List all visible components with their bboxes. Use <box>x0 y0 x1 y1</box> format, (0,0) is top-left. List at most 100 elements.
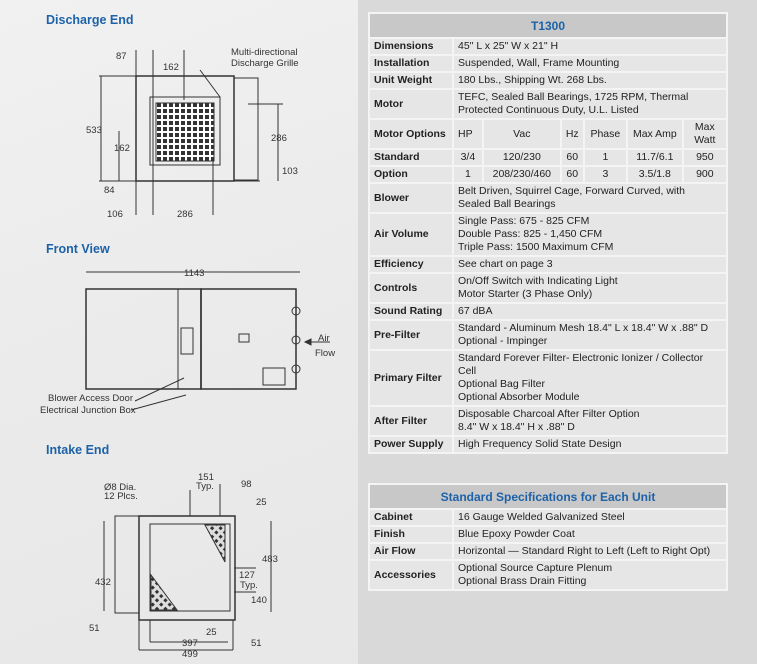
dim-label: 140 <box>251 595 267 606</box>
column-header: Phase <box>582 118 629 150</box>
dim-label: 499 <box>182 649 198 660</box>
row-value: Blue Epoxy Powder Coat <box>452 525 728 544</box>
table-cell: 208/230/460 <box>481 165 562 184</box>
row-label: Air Volume <box>368 212 454 257</box>
dim-label: 162 <box>163 62 179 73</box>
row-label: Dimensions <box>368 37 454 56</box>
row-label: Motor <box>368 88 454 120</box>
row-label: Standard <box>368 148 454 167</box>
row-value: TEFC, Sealed Ball Bearings, 1725 RPM, Th… <box>452 88 728 120</box>
table-cell: 900 <box>681 165 729 184</box>
callout-label: Discharge Grille <box>231 58 299 69</box>
dim-label: 483 <box>262 554 278 565</box>
row-value: Suspended, Wall, Frame Mounting <box>452 54 728 73</box>
dim-label: 25 <box>206 627 217 638</box>
dim-label: Typ. <box>196 481 214 492</box>
dim-label: 397 <box>182 638 198 649</box>
value-line: Optional - Impinger <box>458 335 548 347</box>
value-line: Optional Bag Filter <box>458 378 545 390</box>
value-line: Motor Starter (3 Phase Only) <box>458 288 593 300</box>
value-line: Blue Epoxy Powder Coat <box>458 528 575 540</box>
callout-label: 12 Plcs. <box>104 491 138 502</box>
callout-label: Blower Access Door <box>48 393 133 404</box>
table-cell: 950 <box>681 148 729 167</box>
dim-label: 162 <box>114 143 130 154</box>
drawings: 87 162 Multi-directional Discharge Grill… <box>40 47 335 660</box>
dim-label: 432 <box>95 577 111 588</box>
row-label: Controls <box>368 272 454 304</box>
table-cell: 3/4 <box>452 148 484 167</box>
dim-label: 84 <box>104 185 115 196</box>
table-cell: 60 <box>559 148 585 167</box>
row-label: Installation <box>368 54 454 73</box>
row-label: Sound Rating <box>368 302 454 321</box>
column-header: Max Watt <box>681 118 729 150</box>
value-line: On/Off Switch with Indicating Light <box>458 275 618 287</box>
discharge-end-drawing <box>99 50 283 215</box>
dim-label: 103 <box>282 166 298 177</box>
column-header: Hz <box>559 118 585 150</box>
value-line: Double Pass: 825 - 1,450 CFM <box>458 228 603 240</box>
value-line: Optional Absorber Module <box>458 391 580 403</box>
value-line: 8.4" W x 18.4" H x .88" D <box>458 421 575 433</box>
table-cell: 1 <box>452 165 484 184</box>
dim-label: 286 <box>177 209 193 220</box>
dim-label: Typ. <box>240 580 258 591</box>
airflow-label: Flow <box>315 348 335 359</box>
row-value: 16 Gauge Welded Galvanized Steel <box>452 508 728 527</box>
row-value: Belt Driven, Squirrel Cage, Forward Curv… <box>452 182 728 214</box>
value-line: Standard Forever Filter- Electronic Ioni… <box>458 352 704 377</box>
row-label: Primary Filter <box>368 349 454 407</box>
value-line: Belt Driven, Squirrel Cage, Forward Curv… <box>458 185 686 197</box>
front-view-drawing <box>85 271 330 411</box>
row-label: Accessories <box>368 559 454 591</box>
table-cell: 3.5/1.8 <box>626 165 684 184</box>
row-label: Power Supply <box>368 435 454 454</box>
dim-label: 87 <box>116 51 127 62</box>
column-header: Vac <box>481 118 562 150</box>
row-label: Pre-Filter <box>368 319 454 351</box>
row-value: 45" L x 25" W x 21" H <box>452 37 728 56</box>
table-cell: 60 <box>559 165 585 184</box>
row-label: Efficiency <box>368 255 454 274</box>
dim-label: 51 <box>251 638 262 649</box>
dim-label: 286 <box>271 133 287 144</box>
value-line: Triple Pass: 1500 Maximum CFM <box>458 241 614 253</box>
dim-label: 25 <box>256 497 267 508</box>
row-label: After Filter <box>368 405 454 437</box>
callout-label: Multi-directional <box>231 47 298 58</box>
value-line: Optional Source Capture Plenum <box>458 562 613 574</box>
dim-label: 151 <box>198 472 214 483</box>
intake-end-drawing <box>103 484 272 651</box>
column-header: HP <box>452 118 484 150</box>
value-line: Single Pass: 675 - 825 CFM <box>458 215 590 227</box>
row-value: Horizontal — Standard Right to Left (Lef… <box>452 542 728 561</box>
value-line: See chart on page 3 <box>458 258 553 270</box>
table-cell: 1 <box>582 148 629 167</box>
front-view-title: Front View <box>46 242 110 256</box>
table-cell: 11.7/6.1 <box>626 148 684 167</box>
row-value: 67 dBA <box>452 302 728 321</box>
value-line: 16 Gauge Welded Galvanized Steel <box>458 511 625 523</box>
